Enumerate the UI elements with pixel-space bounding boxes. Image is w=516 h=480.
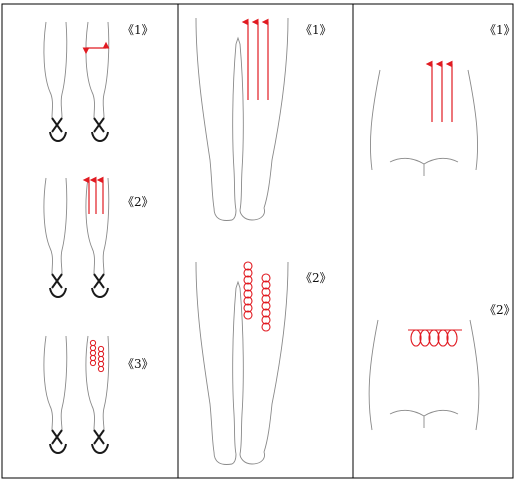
panel-label: 《2》 xyxy=(300,271,332,285)
upward-stroke-arrows xyxy=(89,180,103,214)
panel-label: 《2》 xyxy=(484,303,516,317)
circular-kneading-marks xyxy=(408,330,462,346)
buttock-panel-1: 《1》 xyxy=(370,23,515,176)
panel-label: 《1》 xyxy=(122,23,154,37)
calf-panel-3: 《3》 xyxy=(44,336,154,453)
calf-panel-1: 《1》 xyxy=(44,22,154,141)
thigh-panel-2: 《2》 xyxy=(196,262,332,465)
calf-panel-2: 《2》 xyxy=(44,178,154,297)
panel-label: 《3》 xyxy=(122,357,154,371)
buttock-panel-2: 《2》 xyxy=(369,303,516,430)
panel-label: 《2》 xyxy=(122,195,154,209)
thigh-panel-1: 《1》 xyxy=(196,18,332,221)
upward-stroke-arrows xyxy=(432,64,452,122)
panel-label: 《1》 xyxy=(300,23,332,37)
upward-stroke-arrows xyxy=(248,22,268,100)
circular-kneading-marks xyxy=(244,262,270,331)
circular-kneading-marks xyxy=(90,340,103,371)
panel-label: 《1》 xyxy=(484,23,516,37)
